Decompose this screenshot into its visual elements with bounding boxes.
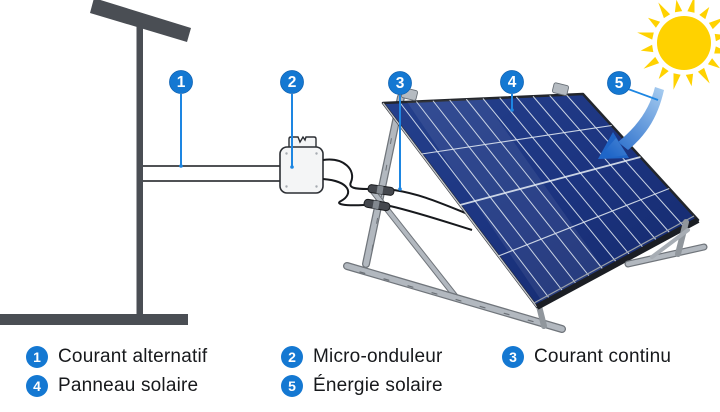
legend-item-courant-alternatif: 1 Courant alternatif — [26, 346, 207, 368]
callout-4-number: 4 — [508, 74, 517, 91]
leader-end-dots — [179, 108, 514, 191]
legend-item-courant-continu: 3 Courant continu — [502, 346, 671, 368]
mc4-connectors — [363, 184, 395, 212]
inverter-screws — [285, 152, 318, 188]
legend-item-micro-onduleur: 2 Micro-onduleur — [281, 346, 443, 368]
legend-badge-3: 3 — [502, 346, 524, 368]
panel-left-frame-edge — [382, 102, 538, 308]
legend-label-5: Énergie solaire — [313, 375, 443, 396]
callout-leader-lines — [180, 88, 659, 189]
callout-2-number: 2 — [288, 74, 297, 91]
legend-label-1: Courant alternatif — [58, 346, 208, 367]
legend-badge-5: 5 — [281, 375, 303, 397]
callout-1: 1 — [169, 70, 193, 94]
panel-stand-right-foot — [624, 219, 708, 268]
legend-item-energie-solaire: 5 Énergie solaire — [281, 375, 443, 397]
wall-base-beam — [0, 314, 188, 325]
legend-label-3: Courant continu — [534, 346, 672, 367]
panel-stand — [343, 93, 566, 333]
ac-wires — [143, 165, 280, 182]
frame-highlight — [533, 215, 695, 304]
panel-bottom-frame-rail — [535, 217, 700, 310]
micro-inverter — [279, 135, 324, 194]
dc-wires — [322, 158, 473, 231]
legend-label-2: Micro-onduleur — [313, 346, 443, 367]
callout-5: 5 — [607, 71, 631, 95]
legend-label-4: Panneau solaire — [58, 375, 199, 396]
callout-1-number: 1 — [177, 74, 186, 91]
callout-3: 3 — [388, 71, 412, 95]
inverter-body — [279, 146, 324, 194]
sun-rays — [637, 0, 720, 90]
inverter-mount-bracket — [288, 135, 317, 149]
sun-icon — [637, 0, 720, 90]
callout-3-number: 3 — [396, 75, 405, 92]
callout-4: 4 — [500, 70, 524, 94]
legend-item-panneau-solaire: 4 Panneau solaire — [26, 375, 198, 397]
legend-badge-4: 4 — [26, 375, 48, 397]
wall-beam — [136, 18, 143, 318]
solar-energy-arrow — [598, 87, 664, 159]
sun-disc — [657, 16, 711, 70]
legend-badge-1: 1 — [26, 346, 48, 368]
legend-badge-2: 2 — [281, 346, 303, 368]
callout-2: 2 — [280, 70, 304, 94]
callout-5-number: 5 — [615, 75, 624, 92]
panel-cell-grid — [399, 94, 685, 304]
solar-panel — [381, 92, 700, 310]
